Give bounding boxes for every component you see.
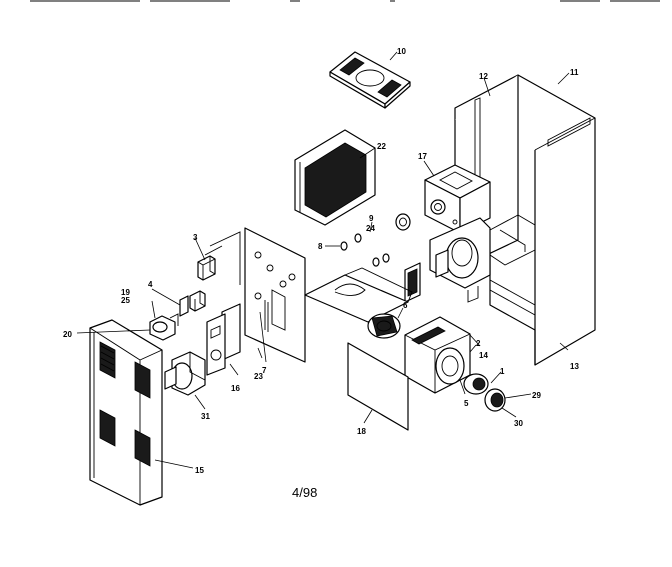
callout-3: 3 bbox=[193, 233, 198, 242]
gasket-rings-part bbox=[340, 213, 411, 267]
control-panel-part bbox=[244, 227, 306, 363]
callout-1: 1 bbox=[500, 367, 505, 376]
burner-shelf-part bbox=[304, 267, 413, 323]
callout-12: 12 bbox=[479, 72, 488, 81]
callout-16: 16 bbox=[231, 384, 240, 393]
callout-2: 2 bbox=[476, 339, 481, 348]
callout-19: 19 bbox=[121, 288, 130, 297]
fan-assembly-part bbox=[463, 373, 506, 412]
callout-11: 11 bbox=[570, 68, 579, 77]
blower-wheel-part bbox=[367, 313, 401, 339]
callout-5: 5 bbox=[464, 399, 469, 408]
air-filter-part bbox=[294, 129, 376, 226]
callout-31: 31 bbox=[201, 412, 210, 421]
inducer-motor-part bbox=[164, 351, 206, 396]
access-panel-part bbox=[347, 342, 409, 431]
callout-4: 4 bbox=[148, 280, 153, 289]
mounting-plate-part bbox=[206, 303, 241, 376]
callout-29: 29 bbox=[532, 391, 541, 400]
callout-15: 15 bbox=[195, 466, 204, 475]
callout-18: 18 bbox=[357, 427, 366, 436]
callout-20: 20 bbox=[63, 330, 72, 339]
front-door-part bbox=[89, 319, 163, 506]
callout-6-wheel: 6 bbox=[403, 301, 408, 310]
callout-13: 13 bbox=[570, 362, 579, 371]
top-grille-part bbox=[329, 51, 411, 109]
blower-housing-box-part bbox=[424, 164, 491, 234]
callout-10: 10 bbox=[397, 47, 406, 56]
callout-14: 14 bbox=[479, 351, 488, 360]
limit-switch-part bbox=[179, 290, 206, 317]
callout-25: 25 bbox=[121, 296, 130, 305]
date-code: 4/98 bbox=[292, 485, 317, 500]
heat-exchanger-part bbox=[404, 316, 471, 394]
callout-24: 24 bbox=[366, 224, 375, 233]
callout-22: 22 bbox=[377, 142, 386, 151]
callout-7: 7 bbox=[262, 366, 267, 375]
callout-9: 9 bbox=[369, 214, 374, 223]
sensor-assembly-part bbox=[149, 313, 179, 341]
callout-17: 17 bbox=[418, 152, 427, 161]
callout-8: 8 bbox=[318, 242, 323, 251]
callout-labels: 10 12 11 22 17 3 9 24 8 4 19 25 20 6 2 1… bbox=[63, 47, 579, 475]
switch-part bbox=[197, 231, 241, 285]
blower-motor-part bbox=[404, 217, 491, 303]
callout-23: 23 bbox=[254, 372, 263, 381]
callout-30: 30 bbox=[514, 419, 523, 428]
leader-lines bbox=[76, 51, 570, 469]
